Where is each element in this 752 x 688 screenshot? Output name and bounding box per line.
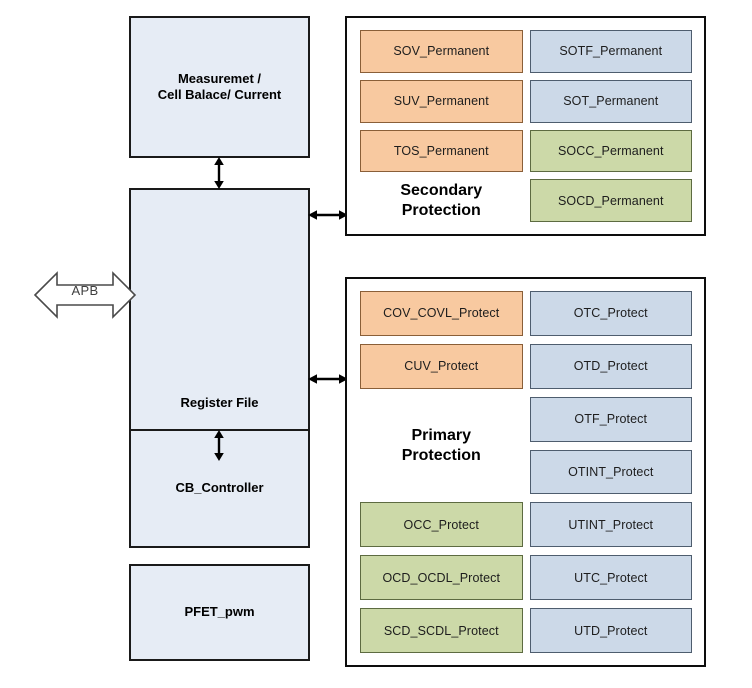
item-ocd-ocdl-protect[interactable]: OCD_OCDL_Protect [360, 555, 523, 601]
block-register-file[interactable]: Register File [129, 188, 310, 431]
block-measurement-cell-balance-current[interactable]: Measuremet / Cell Balace/ Current [129, 16, 310, 158]
item-label: CUV_Protect [404, 359, 479, 374]
item-label: OTF_Protect [574, 412, 648, 427]
item-sot-permanent[interactable]: SOT_Permanent [529, 79, 692, 123]
item-utd-protect[interactable]: UTD_Protect [529, 608, 692, 653]
panel-secondary-protection: SOV_Permanent SOTF_Permanent SUV_Permane… [345, 16, 706, 236]
item-otf-protect[interactable]: OTF_Protect [529, 396, 692, 442]
panel-primary-protection: COV_COVL_Protect OTC_Protect CUV_Protect… [345, 277, 706, 667]
item-cov-covl-protect[interactable]: COV_COVL_Protect [360, 291, 523, 336]
item-socc-permanent[interactable]: SOCC_Permanent [529, 129, 692, 173]
item-socd-permanent[interactable]: SOCD_Permanent [529, 179, 692, 222]
item-label: OCC_Protect [403, 517, 479, 532]
item-label: OCD_OCDL_Protect [382, 570, 501, 585]
panel-title-line2: Protection [401, 201, 481, 219]
item-sotf-permanent[interactable]: SOTF_Permanent [529, 30, 692, 73]
item-cuv-protect[interactable]: CUV_Protect [360, 343, 523, 389]
item-label: OTD_Protect [573, 359, 648, 374]
connector-register-file-to-cb-controller [208, 430, 230, 461]
block-measurement-label-line1: Measuremet / [177, 70, 262, 86]
item-label: OTC_Protect [573, 306, 648, 321]
apb-bus-label: APB [71, 283, 99, 298]
item-tos-permanent[interactable]: TOS_Permanent [360, 129, 523, 173]
panel-primary-protection-title: Primary Protection [360, 397, 523, 495]
item-sov-permanent[interactable]: SOV_Permanent [360, 30, 523, 73]
item-suv-permanent[interactable]: SUV_Permanent [360, 79, 523, 123]
item-label: UTD_Protect [574, 623, 648, 638]
panel-secondary-protection-title: Secondary Protection [360, 179, 523, 222]
connector-measurement-to-register-file [208, 157, 230, 189]
item-label: SUV_Permanent [393, 94, 489, 109]
item-label: COV_COVL_Protect [383, 306, 500, 321]
panel-title-line2: Protection [401, 446, 481, 464]
block-measurement-label-line2: Cell Balace/ Current [157, 87, 282, 102]
item-label: SOT_Permanent [563, 94, 659, 109]
item-label: SOTF_Permanent [559, 44, 663, 59]
panel-title-line1: Primary [411, 427, 472, 445]
connector-register-file-to-primary-protection [308, 368, 348, 390]
item-label: UTC_Protect [574, 570, 648, 585]
block-pfet-pwm[interactable]: PFET_pwm [129, 564, 310, 661]
item-utc-protect[interactable]: UTC_Protect [529, 555, 692, 601]
item-otd-protect[interactable]: OTD_Protect [529, 343, 692, 389]
item-label: SOCD_Permanent [557, 193, 664, 208]
item-label: SOCC_Permanent [557, 143, 664, 158]
item-label: TOS_Permanent [393, 143, 489, 158]
connector-register-file-to-secondary-protection [308, 204, 348, 226]
block-register-file-label: Register File [180, 394, 259, 410]
item-otc-protect[interactable]: OTC_Protect [529, 291, 692, 336]
block-cb-controller-label: CB_Controller [175, 480, 264, 496]
item-utint-protect[interactable]: UTINT_Protect [529, 502, 692, 548]
item-label: SOV_Permanent [393, 44, 490, 59]
panel-title-line1: Secondary [400, 182, 483, 200]
item-label: SCD_SCDL_Protect [383, 623, 499, 638]
item-label: UTINT_Protect [568, 517, 654, 532]
item-scd-scdl-protect[interactable]: SCD_SCDL_Protect [360, 608, 523, 653]
block-pfet-pwm-label: PFET_pwm [184, 604, 255, 620]
item-occ-protect[interactable]: OCC_Protect [360, 502, 523, 548]
item-otint-protect[interactable]: OTINT_Protect [529, 449, 692, 495]
apb-bus-arrow-icon [33, 270, 137, 320]
item-label: OTINT_Protect [568, 464, 654, 479]
